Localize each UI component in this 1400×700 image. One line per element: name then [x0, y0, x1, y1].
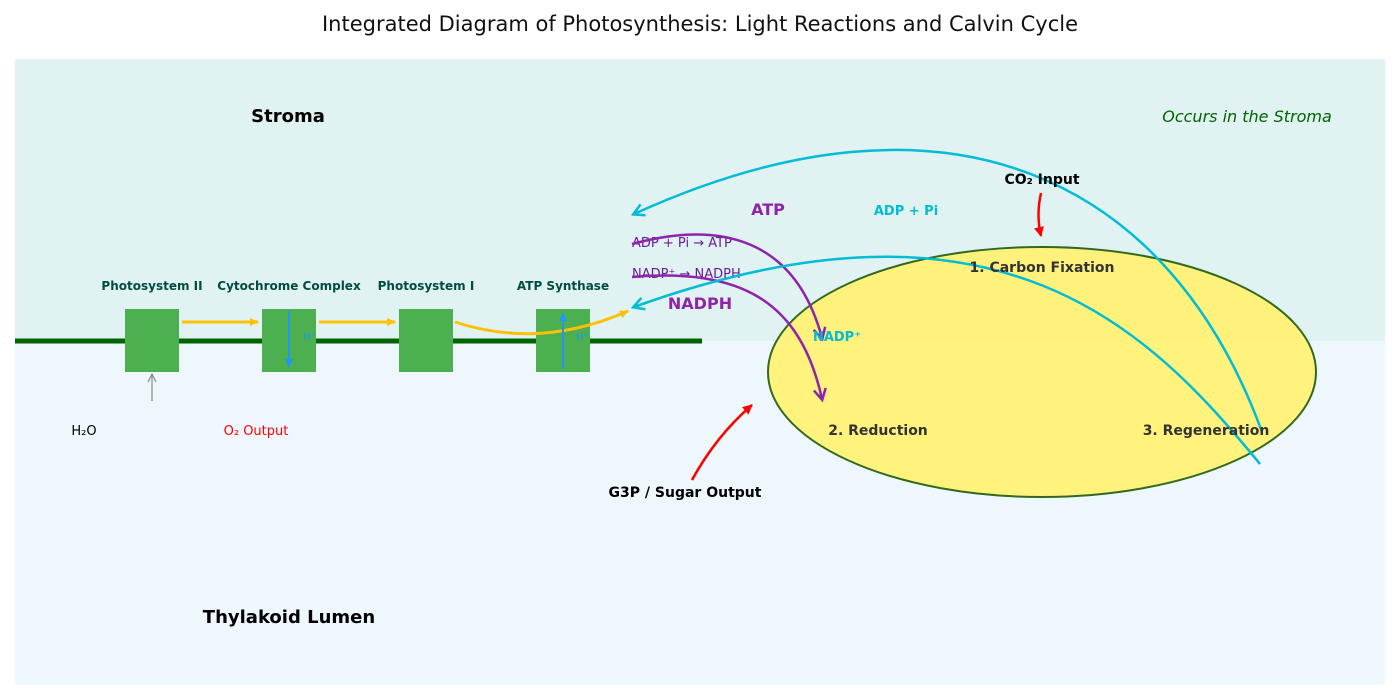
atp-carrier-label: ATP: [751, 200, 785, 219]
electron-flow-arrow-ps1-out: [454, 309, 629, 336]
photosystem-i-box: [399, 309, 453, 372]
atp-to-calvin-arrow: [631, 233, 822, 338]
proton-label-cytochrome: H⁺: [303, 332, 316, 343]
calvin-location-note: Occurs in the Stroma: [1162, 107, 1332, 126]
calvin-cycle-ellipse: [767, 246, 1317, 498]
regeneration-label: 3. Regeneration: [1143, 423, 1270, 439]
reduction-label: 2. Reduction: [828, 423, 928, 439]
water-label: H₂O: [71, 424, 96, 439]
g3p-output-label: G3P / Sugar Output: [609, 485, 762, 501]
photosystem-ii-label: Photosystem II: [101, 279, 202, 293]
lumen-label: Thylakoid Lumen: [203, 607, 375, 628]
nadph-carrier-label: NADPH: [668, 294, 732, 313]
photosystem-i-label: Photosystem I: [378, 279, 475, 293]
adp-pi-label: ADP + Pi: [874, 204, 938, 219]
nadph-reaction-label: NADP⁺ → NADPH: [632, 267, 741, 282]
co2-input-arrow: [1034, 192, 1044, 237]
stroma-label: Stroma: [251, 106, 325, 127]
proton-label-atp-synthase: H⁺: [576, 332, 589, 343]
cytochrome-complex-label: Cytochrome Complex: [217, 279, 361, 293]
adp-pi-return-arrow: [634, 148, 1264, 433]
nadp-return-arrow: [634, 255, 1261, 465]
atp-reaction-label: ADP + Pi → ATP: [632, 236, 732, 251]
nadp-label: NADP⁺: [813, 330, 861, 345]
nadph-to-calvin-arrow: [631, 274, 822, 399]
photosystem-ii-box: [125, 309, 179, 372]
carbon-fixation-label: 1. Carbon Fixation: [970, 260, 1115, 276]
co2-input-label: CO₂ Input: [1004, 172, 1079, 188]
oxygen-output-label: O₂ Output: [224, 424, 289, 439]
atp-synthase-label: ATP Synthase: [517, 279, 609, 293]
g3p-output-arrow: [690, 404, 753, 481]
diagram-title: Integrated Diagram of Photosynthesis: Li…: [322, 12, 1078, 36]
